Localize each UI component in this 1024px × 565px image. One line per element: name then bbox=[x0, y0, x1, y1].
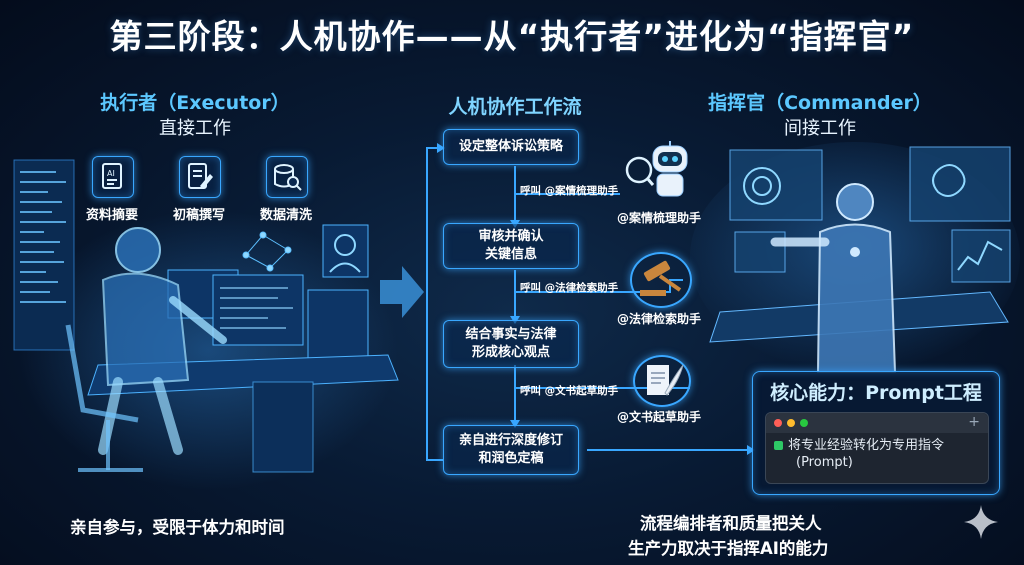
call-label-case: 呼叫 @案情梳理助手 bbox=[520, 185, 619, 197]
svg-text:AI: AI bbox=[107, 169, 115, 178]
call-label-draft: 呼叫 @文书起草助手 bbox=[520, 385, 619, 397]
executor-caption: 亲自参与，受限于体力和时间 bbox=[70, 518, 285, 537]
helper-label-case: @案情梳理助手 bbox=[617, 211, 702, 225]
prompt-window-titlebar bbox=[766, 413, 988, 433]
core-ability-panel: 核心能力：Prompt工程 + 将专业经验转化为专用指令 (Prompt) bbox=[752, 371, 1000, 495]
workflow-step-3-label: 结合事实与法律 形成核心观点 bbox=[465, 327, 557, 360]
transition-arrow-icon bbox=[380, 266, 424, 318]
sparkle-icon bbox=[964, 505, 998, 539]
workflow-step-1-label: 设定整体诉讼策略 bbox=[458, 139, 563, 154]
workflow-step-4-label: 亲自进行深度修订 和润色定稿 bbox=[458, 433, 563, 466]
workflow-heading: 人机协作工作流 bbox=[448, 96, 582, 118]
helper-label-legal: @法律检索助手 bbox=[617, 312, 702, 326]
maximize-dot[interactable] bbox=[800, 419, 808, 427]
executor-heading: 执行者（Executor） bbox=[100, 92, 290, 114]
call-label-legal: 呼叫 @法律检索助手 bbox=[520, 282, 619, 294]
database-search-icon bbox=[266, 156, 308, 198]
quill-document-icon bbox=[633, 355, 691, 407]
executor-illustration bbox=[8, 150, 400, 490]
helper-label-draft: @文书起草助手 bbox=[617, 410, 702, 424]
commander-caption-1: 流程编排者和质量把关人 bbox=[640, 514, 822, 533]
document-edit-icon bbox=[179, 156, 221, 198]
commander-caption-2: 生产力取决于指挥AI的能力 bbox=[628, 539, 829, 558]
workflow-step-4: 亲自进行深度修订 和润色定稿 bbox=[443, 425, 579, 475]
prompt-line-1: 将专业经验转化为专用指令 bbox=[788, 438, 945, 453]
add-tab-icon[interactable]: + bbox=[968, 414, 980, 430]
task-label-draft: 初稿撰写 bbox=[172, 208, 225, 223]
page-title: 第三阶段：人机协作——从“执行者”进化为“指挥官” bbox=[109, 17, 915, 56]
commander-illustration bbox=[690, 142, 1020, 374]
minimize-dot[interactable] bbox=[787, 419, 795, 427]
ai-document-icon: AI bbox=[92, 156, 134, 198]
commander-heading: 指挥官（Commander） bbox=[708, 92, 932, 114]
executor-subheading: 直接工作 bbox=[159, 118, 231, 139]
robot-icon bbox=[625, 141, 688, 197]
commander-subheading: 间接工作 bbox=[784, 118, 856, 139]
close-dot[interactable] bbox=[774, 419, 782, 427]
task-label-cleaning: 数据清洗 bbox=[259, 208, 312, 223]
prompt-bullet-icon bbox=[774, 441, 783, 450]
workflow-step-3: 结合事实与法律 形成核心观点 bbox=[443, 320, 579, 368]
prompt-window: + 将专业经验转化为专用指令 (Prompt) bbox=[765, 412, 989, 484]
workflow-step-2: 审核并确认 关键信息 bbox=[443, 223, 579, 269]
task-label-summary: 资料摘要 bbox=[85, 208, 138, 223]
workflow-step-1: 设定整体诉讼策略 bbox=[443, 129, 579, 165]
gavel-icon bbox=[630, 252, 692, 308]
prompt-line-2: (Prompt) bbox=[796, 455, 853, 470]
prompt-text: 将专业经验转化为专用指令 (Prompt) bbox=[788, 437, 944, 471]
core-ability-title: 核心能力：Prompt工程 bbox=[770, 382, 982, 404]
workflow-step-2-label: 审核并确认 关键信息 bbox=[478, 229, 544, 262]
